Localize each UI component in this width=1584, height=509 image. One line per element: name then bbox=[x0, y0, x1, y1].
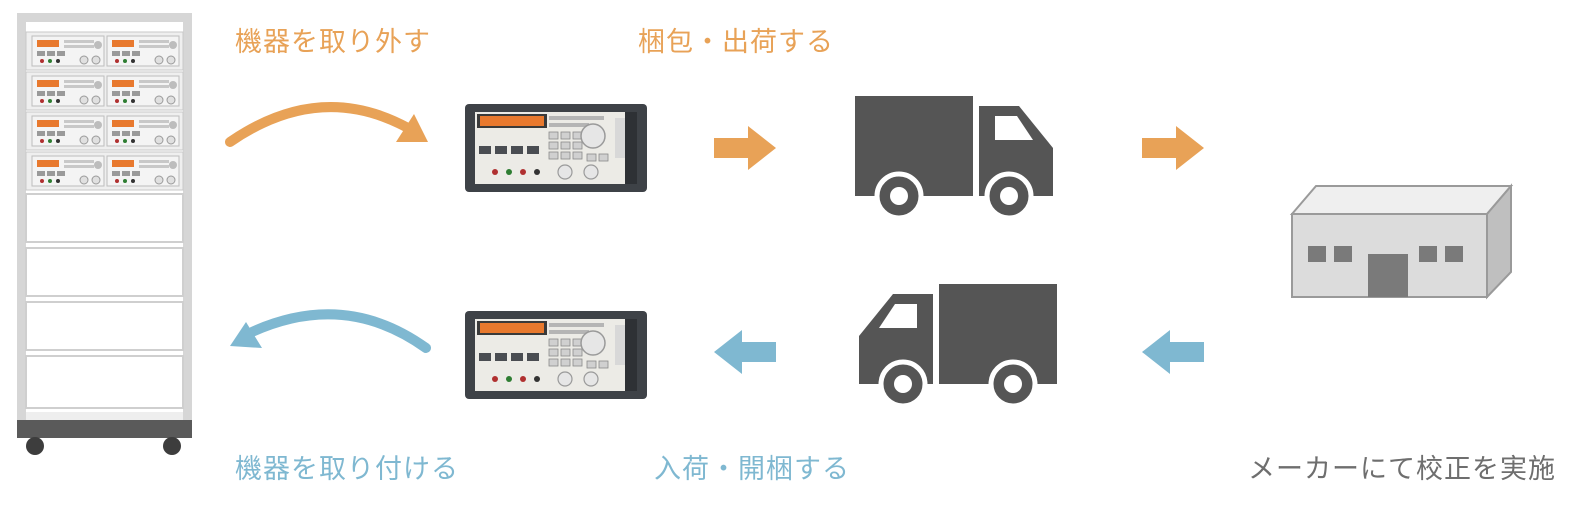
arrow-right-icon bbox=[714, 126, 776, 170]
truck-icon bbox=[859, 284, 1057, 406]
step-remove-label: 機器を取り外す bbox=[235, 27, 431, 58]
arrow-right-icon bbox=[1142, 126, 1204, 170]
step-install-label: 機器を取り付ける bbox=[235, 454, 459, 485]
factory-icon bbox=[1289, 183, 1514, 300]
rack-icon bbox=[17, 13, 192, 455]
step-calibrate-label: メーカーにて校正を実施 bbox=[1248, 454, 1556, 485]
arrow-left-icon bbox=[714, 330, 776, 374]
arrow-left-icon bbox=[1142, 330, 1204, 374]
truck-icon bbox=[855, 96, 1053, 218]
instrument-icon bbox=[464, 103, 648, 193]
curved-arrow-icon bbox=[225, 102, 428, 147]
step-receive-unpack-label: 入荷・開梱する bbox=[654, 454, 850, 485]
curved-arrow-icon bbox=[230, 309, 431, 353]
instrument-icon bbox=[464, 310, 648, 400]
step-pack-ship-label: 梱包・出荷する bbox=[638, 27, 834, 58]
